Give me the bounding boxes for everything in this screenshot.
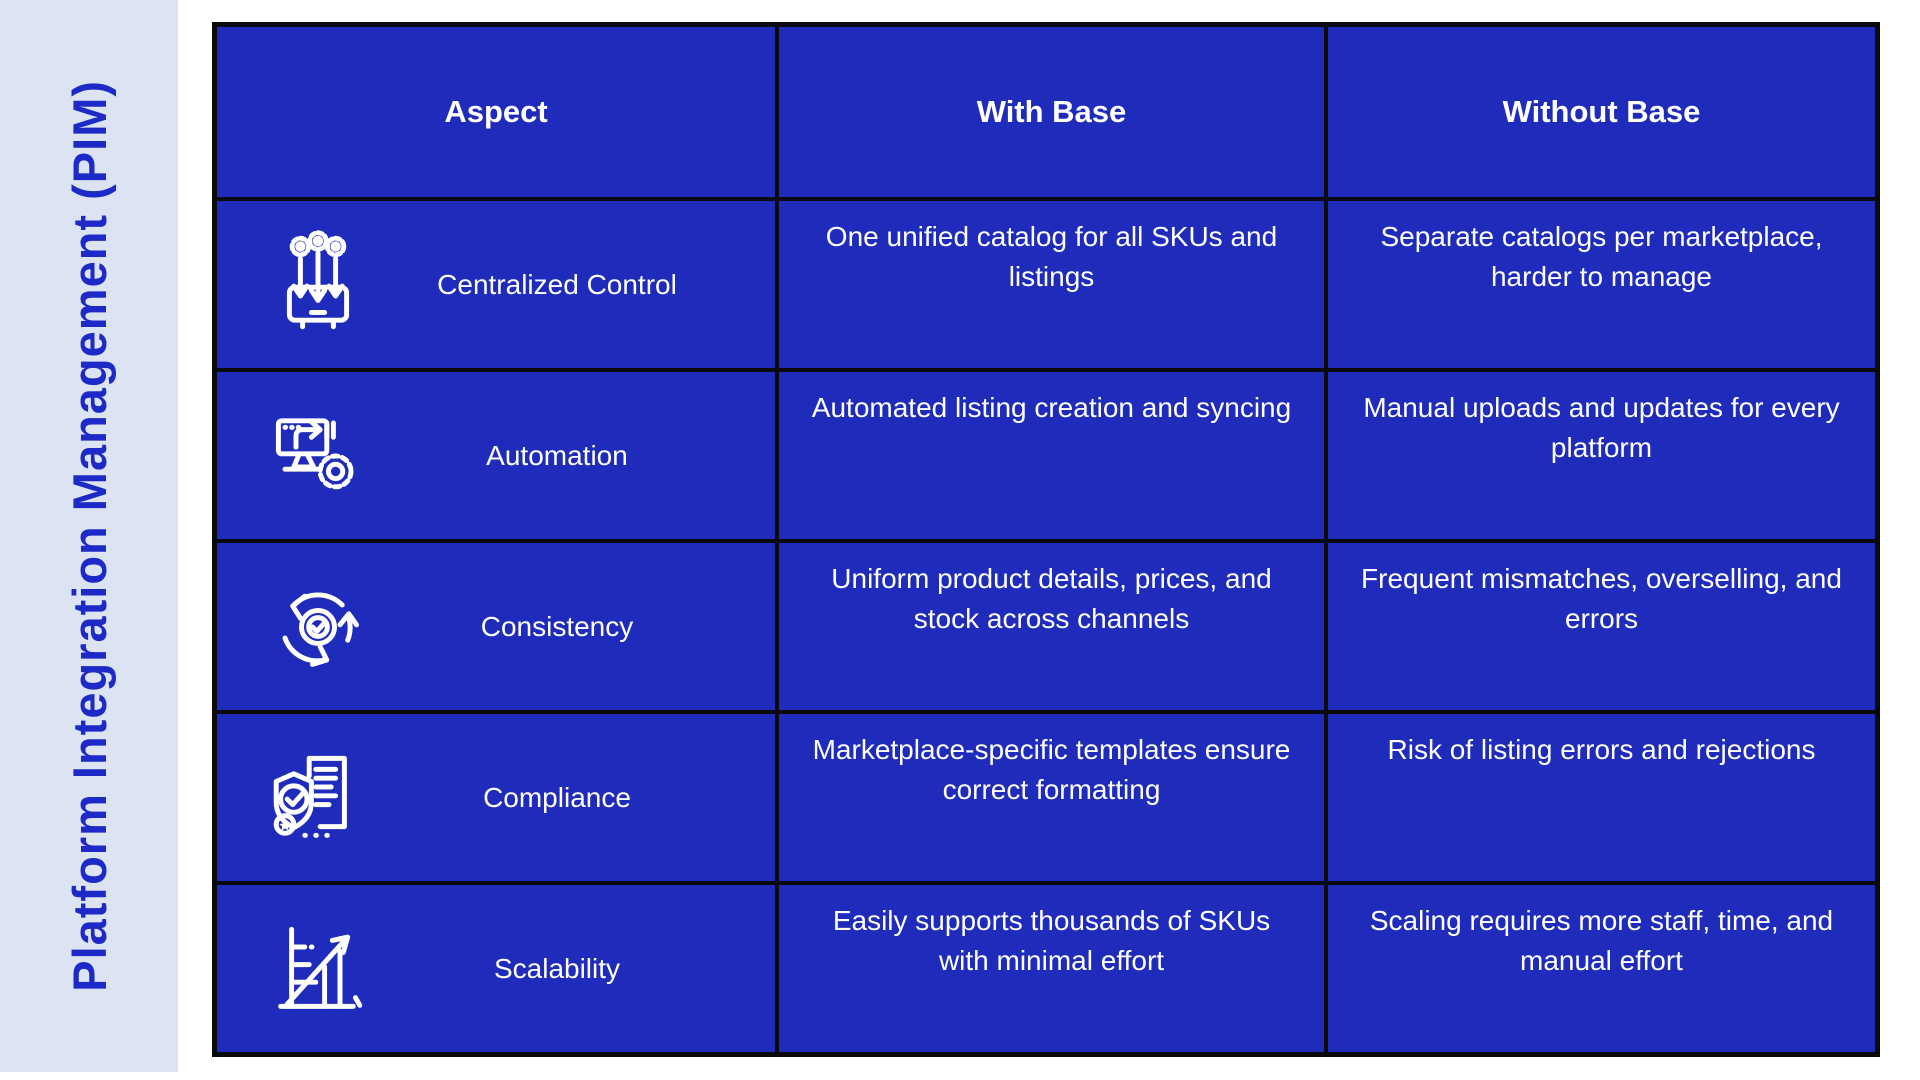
centralized-control-icon (263, 229, 373, 340)
automation-icon (263, 401, 373, 511)
header-cell-without-base: Without Base (1328, 27, 1875, 197)
with-base-cell: Uniform product details, prices, and sto… (779, 543, 1324, 710)
aspect-cell: Consistency (217, 543, 775, 710)
with-base-cell: Marketplace-specific templates ensure co… (779, 714, 1324, 881)
aspect-label: Compliance (483, 781, 631, 813)
with-base-cell: Easily supports thousands of SKUs with m… (779, 885, 1324, 1052)
with-base-cell: One unified catalog for all SKUs and lis… (779, 201, 1324, 368)
sidebar: Platform Integration Management (PIM) (0, 0, 178, 1072)
aspect-label: Automation (486, 439, 628, 471)
header-cell-aspect: Aspect (217, 27, 775, 197)
without-base-cell: Frequent mismatches, overselling, and er… (1328, 543, 1875, 710)
aspect-label: Centralized Control (437, 268, 677, 300)
with-base-cell: Automated listing creation and syncing (779, 372, 1324, 539)
compliance-icon (263, 743, 373, 853)
aspect-cell: Centralized Control (217, 201, 775, 368)
aspect-cell: Compliance (217, 714, 775, 881)
header-cell-with-base: With Base (779, 27, 1324, 197)
without-base-cell: Manual uploads and updates for every pla… (1328, 372, 1875, 539)
aspect-cell: Scalability (217, 885, 775, 1052)
without-base-cell: Separate catalogs per marketplace, harde… (1328, 201, 1875, 368)
aspect-cell: Automation (217, 372, 775, 539)
comparison-table: Aspect With Base Without Base Centralize… (212, 22, 1880, 1057)
without-base-cell: Risk of listing errors and rejections (1328, 714, 1875, 881)
scalability-icon (263, 914, 373, 1024)
consistency-icon (263, 572, 373, 682)
aspect-label: Scalability (493, 952, 621, 984)
aspect-label: Consistency (480, 610, 634, 642)
page-title: Platform Integration Management (PIM) (62, 80, 116, 992)
without-base-cell: Scaling requires more staff, time, and m… (1328, 885, 1875, 1052)
